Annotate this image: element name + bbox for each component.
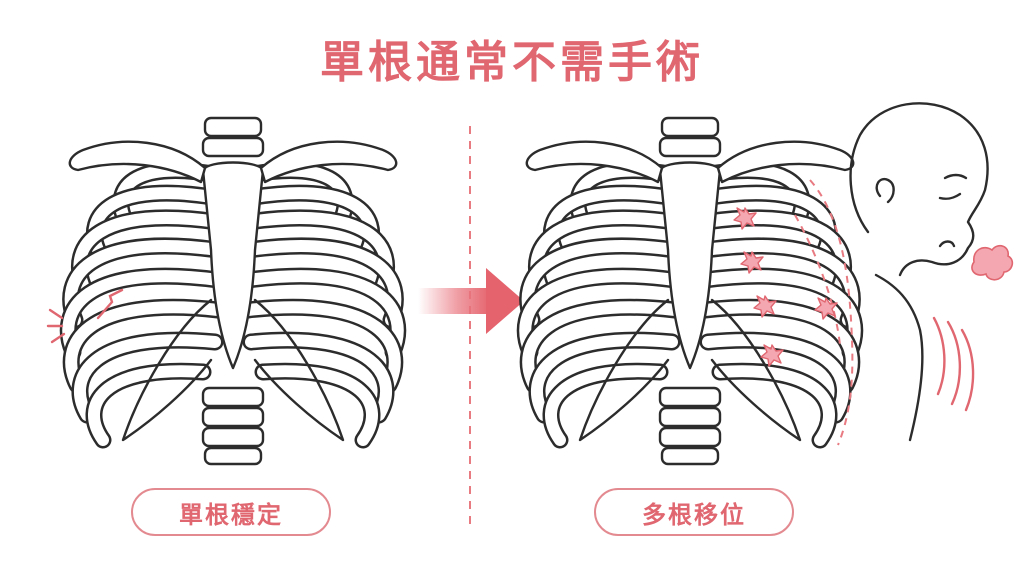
- single-fracture-mark: [46, 288, 124, 344]
- displacement-outline: [794, 179, 854, 446]
- person-coughing-icon: [849, 102, 1014, 442]
- page-title: 單根通常不需手術: [320, 37, 704, 88]
- label-single-stable: 單根穩定: [131, 488, 331, 536]
- label-multiple-displaced: 多根移位: [594, 488, 794, 536]
- right-arrow-icon: [418, 268, 524, 334]
- ribcage-right: [525, 118, 854, 464]
